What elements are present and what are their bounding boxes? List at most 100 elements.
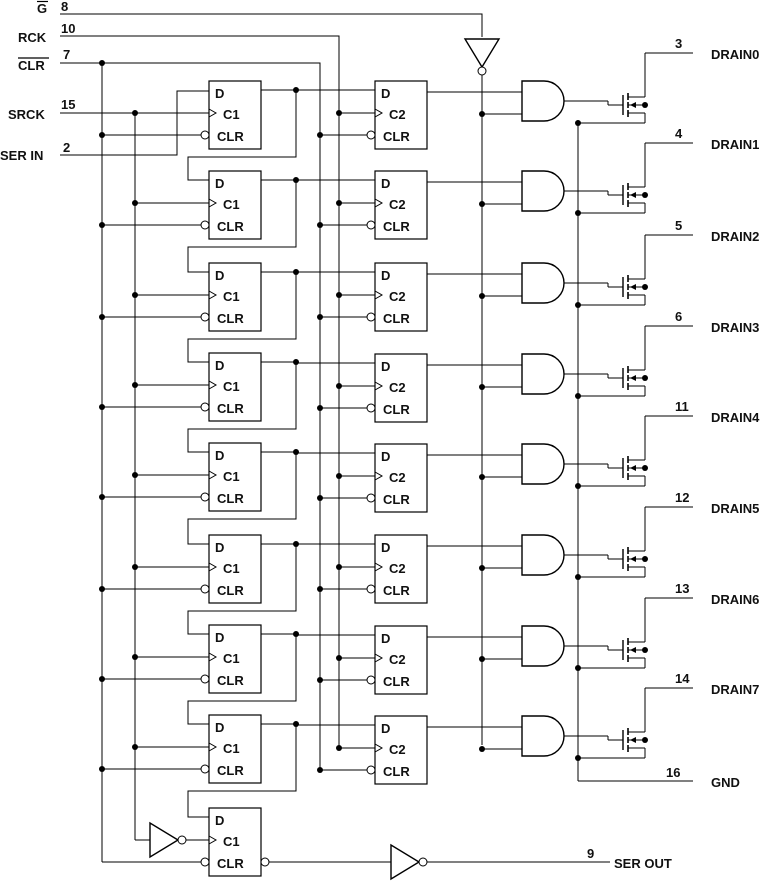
drain-2-pin: 5 bbox=[675, 218, 682, 233]
junction-dot bbox=[317, 405, 323, 411]
shift-ff-clk-label: C1 bbox=[223, 289, 240, 304]
junction-dot bbox=[99, 60, 105, 66]
shift-ff-clr-label: CLR bbox=[217, 856, 244, 871]
latch-ff-clr-label: CLR bbox=[383, 492, 410, 507]
g-label: G bbox=[37, 1, 47, 16]
junction-dot bbox=[336, 292, 342, 298]
ser-out-pin: 9 bbox=[587, 846, 594, 861]
shift-ff-clk-label: C1 bbox=[223, 741, 240, 756]
output-mosfet-6 bbox=[622, 598, 646, 668]
junction-dot bbox=[317, 495, 323, 501]
drain-1-label: DRAIN1 bbox=[711, 137, 759, 152]
junction-dot bbox=[575, 574, 581, 580]
junction-dot bbox=[317, 314, 323, 320]
drain-3-label: DRAIN3 bbox=[711, 320, 759, 335]
chain-wire bbox=[187, 272, 297, 363]
junction-dot bbox=[293, 359, 299, 365]
shift-ff-clr-label: CLR bbox=[217, 401, 244, 416]
shift-ff-clk-label: C1 bbox=[223, 107, 240, 122]
and-gate bbox=[521, 715, 565, 757]
drain-6-pin: 13 bbox=[675, 581, 689, 596]
inversion-bubble bbox=[477, 66, 487, 76]
rck-input-wire bbox=[60, 35, 340, 750]
inversion-bubble bbox=[366, 584, 376, 594]
drain-0-label: DRAIN0 bbox=[711, 47, 759, 62]
junction-dot bbox=[99, 494, 105, 500]
junction-dot bbox=[99, 314, 105, 320]
junction-dot bbox=[336, 745, 342, 751]
chain-wire bbox=[187, 724, 297, 818]
junction-dot bbox=[479, 474, 485, 480]
shift-register-ff-7 bbox=[208, 714, 262, 784]
drain-5-pin: 12 bbox=[675, 490, 689, 505]
ser-in-label: SER IN bbox=[0, 148, 43, 163]
junction-dot bbox=[479, 746, 485, 752]
junction-dot bbox=[132, 382, 138, 388]
shift-ff-clk-label: C1 bbox=[223, 651, 240, 666]
drain-4-label: DRAIN4 bbox=[711, 410, 760, 425]
junction-dot bbox=[293, 177, 299, 183]
junction-dot bbox=[317, 586, 323, 592]
junction-dot bbox=[642, 192, 648, 198]
junction-dot bbox=[642, 647, 648, 653]
junction-dot bbox=[642, 737, 648, 743]
junction-dot bbox=[642, 556, 648, 562]
latch-d-wire bbox=[295, 634, 375, 636]
inversion-bubble bbox=[366, 312, 376, 322]
shift-ff-clr-label: CLR bbox=[217, 219, 244, 234]
latch-ff-d-label: D bbox=[381, 540, 390, 555]
latch-ff-d-label: D bbox=[381, 176, 390, 191]
drain-6-label: DRAIN6 bbox=[711, 592, 759, 607]
junction-dot bbox=[336, 110, 342, 116]
and-gate bbox=[521, 80, 565, 122]
output-mosfet-4 bbox=[622, 416, 646, 486]
clock-triangle bbox=[374, 653, 384, 663]
junction-dot bbox=[293, 721, 299, 727]
latch-register-ff-3 bbox=[374, 353, 428, 423]
inversion-bubble bbox=[200, 312, 210, 322]
drain-7-pin: 14 bbox=[675, 671, 690, 686]
clock-triangle bbox=[374, 562, 384, 572]
junction-dot bbox=[575, 302, 581, 308]
and-gate bbox=[521, 170, 565, 212]
shift-ff-clk-label: C1 bbox=[223, 561, 240, 576]
shift-ff-clr-label: CLR bbox=[217, 129, 244, 144]
latch-d-wire bbox=[295, 724, 375, 726]
junction-dot bbox=[575, 665, 581, 671]
latch-register-ff-0 bbox=[374, 80, 428, 150]
drain-1-pin: 4 bbox=[675, 126, 683, 141]
clock-triangle bbox=[374, 743, 384, 753]
clock-triangle bbox=[208, 835, 218, 845]
drain-2-label: DRAIN2 bbox=[711, 229, 759, 244]
junction-dot bbox=[642, 375, 648, 381]
clr-label: CLR bbox=[18, 58, 45, 73]
g-input-wire bbox=[60, 13, 483, 37]
inversion-bubble bbox=[366, 220, 376, 230]
latch-register-ff-2 bbox=[374, 262, 428, 332]
junction-dot bbox=[479, 565, 485, 571]
junction-dot bbox=[575, 393, 581, 399]
junction-dot bbox=[479, 111, 485, 117]
junction-dot bbox=[642, 284, 648, 290]
inverter-buffer bbox=[463, 38, 501, 69]
junction-dot bbox=[317, 677, 323, 683]
shift-ff-clr-label: CLR bbox=[217, 311, 244, 326]
inverter-buffer bbox=[149, 821, 180, 859]
clock-triangle bbox=[208, 652, 218, 662]
junction-dot bbox=[317, 132, 323, 138]
junction-dot bbox=[293, 631, 299, 637]
latch-ff-clr-label: CLR bbox=[383, 311, 410, 326]
latch-d-wire bbox=[295, 452, 375, 454]
gnd-label: GND bbox=[711, 775, 740, 790]
clr-pin: 7 bbox=[63, 47, 70, 62]
shift-ff-clr-label: CLR bbox=[217, 763, 244, 778]
latch-ff-clr-label: CLR bbox=[383, 402, 410, 417]
shift-register-ff-3 bbox=[208, 352, 262, 422]
shift-register-ff-2 bbox=[208, 262, 262, 332]
junction-dot bbox=[575, 210, 581, 216]
junction-dot bbox=[99, 766, 105, 772]
srck-pin: 15 bbox=[61, 97, 75, 112]
and-gate bbox=[521, 534, 565, 576]
shift-ff-clk-label: C1 bbox=[223, 469, 240, 484]
